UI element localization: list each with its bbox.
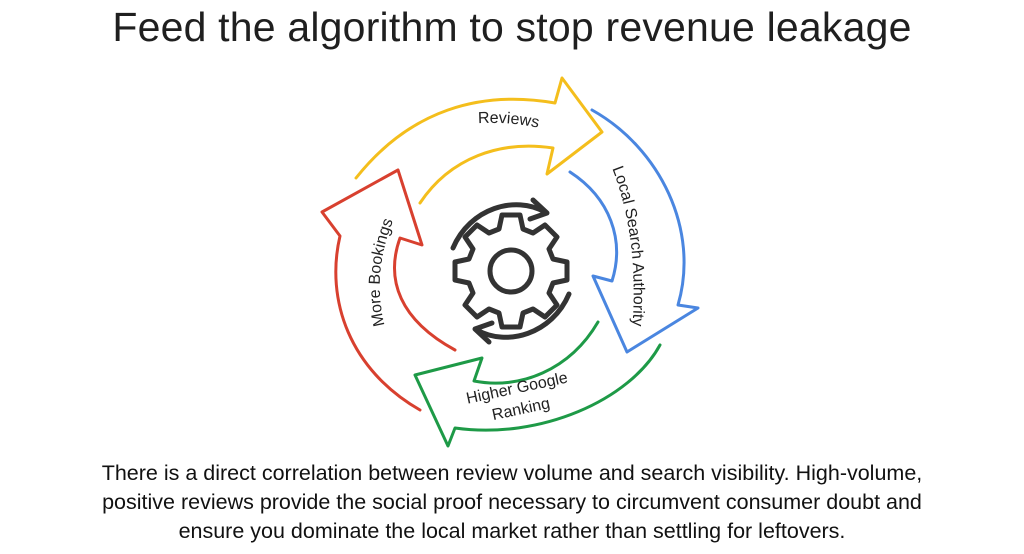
- reviews-arrow: [354, 76, 604, 205]
- cycle-arrow-bottom: [474, 291, 572, 340]
- bookings-label: More Bookings: [367, 216, 397, 328]
- description-line-2: positive reviews provide the social proo…: [102, 490, 922, 514]
- gear-cycle-icon: [450, 197, 572, 345]
- description-text: There is a direct correlation between re…: [22, 459, 1002, 546]
- gear-hub: [487, 247, 535, 295]
- ranking-arrow-shape: [413, 320, 662, 448]
- reviews-arrow-shape: [354, 76, 604, 205]
- local-search-arrow-shape: [568, 108, 700, 354]
- cycle-arrow-top-head: [527, 197, 550, 222]
- description-line-1: There is a direct correlation between re…: [101, 461, 923, 485]
- local-search-arrow: [568, 108, 700, 354]
- reviews-label: Reviews: [478, 110, 541, 132]
- bookings-arrow: [320, 168, 457, 412]
- page-title: Feed the algorithm to stop revenue leaka…: [112, 4, 912, 50]
- cycle-arrow-top: [450, 202, 548, 251]
- ranking-arrow: [413, 320, 662, 448]
- bookings-arrow-shape: [320, 168, 457, 412]
- cycle-arrow-bottom-head: [472, 320, 495, 345]
- gear-outline: [452, 212, 570, 330]
- local-search-label: Local Search Authority: [608, 164, 646, 327]
- description-line-3: ensure you dominate the local market rat…: [178, 519, 846, 543]
